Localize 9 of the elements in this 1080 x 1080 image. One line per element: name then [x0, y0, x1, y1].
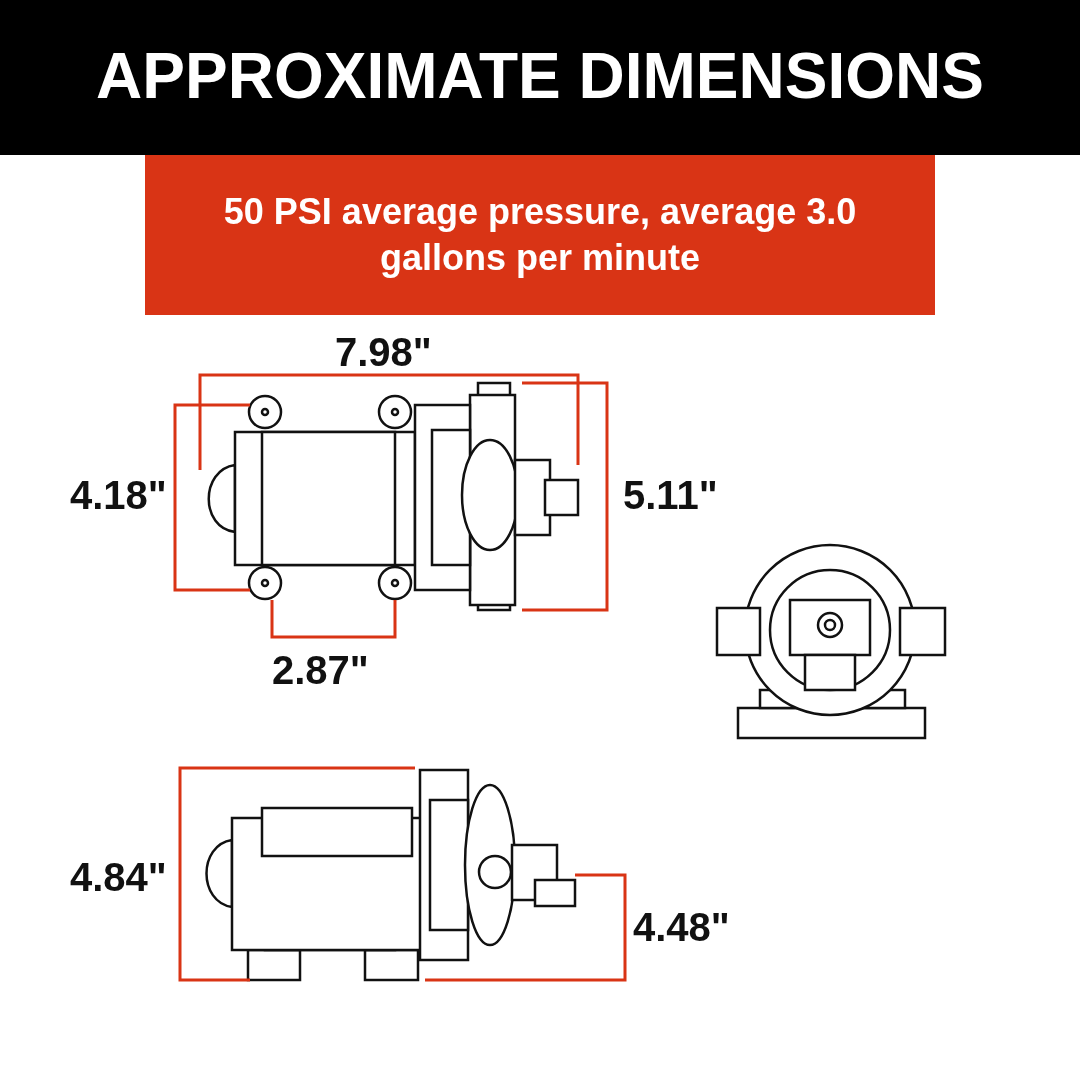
spec-text: 50 PSI average pressure, average 3.0 gallons per minute — [222, 190, 858, 280]
dimension-label: 4.18" — [70, 473, 167, 517]
dimension-label: 4.48" — [633, 905, 730, 949]
dimension-label: 4.84" — [70, 855, 167, 899]
title: APPROXIMATE DIMENSIONS — [95, 40, 985, 112]
spec-banner — [145, 155, 935, 315]
dimension-label: 5.11" — [623, 473, 718, 517]
dimension-label: 2.87" — [272, 648, 369, 692]
dimension-label: 7.98" — [335, 330, 432, 374]
